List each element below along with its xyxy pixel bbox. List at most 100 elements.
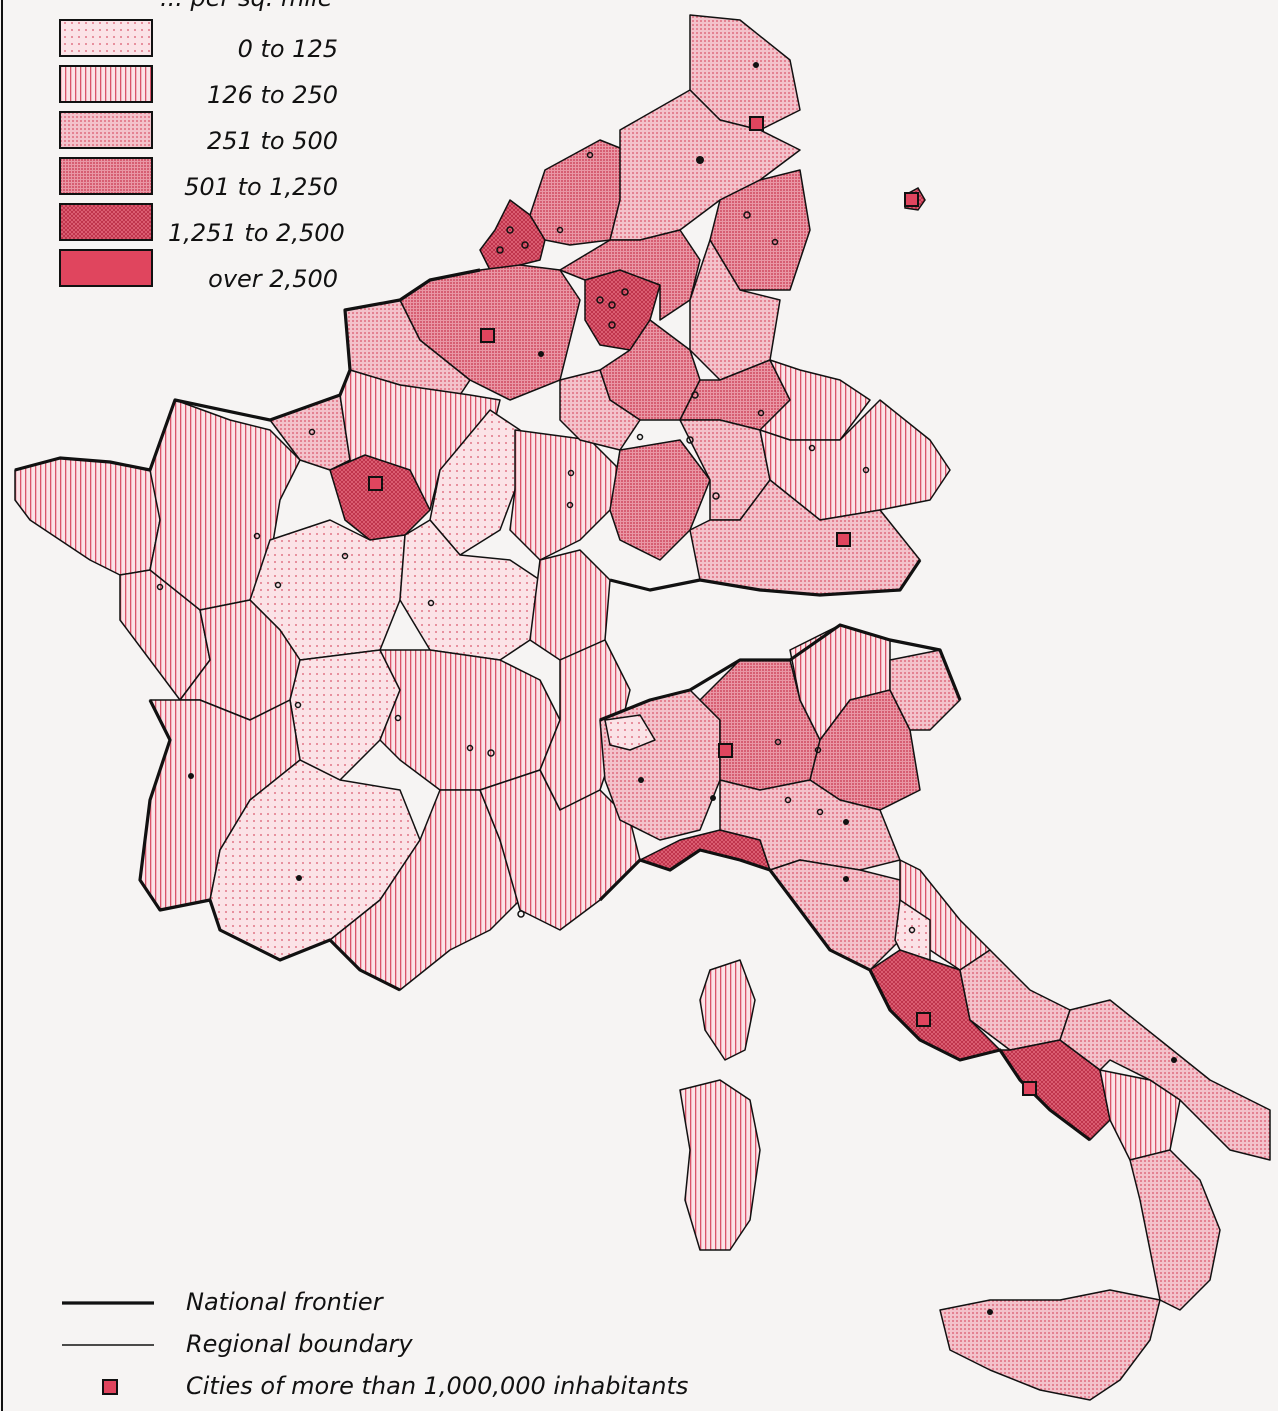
city-dot: [566, 501, 574, 509]
city-dot-filled: [696, 156, 704, 164]
city-marker-milan: [718, 743, 733, 758]
city-dot: [274, 581, 282, 589]
city-dot: [156, 583, 164, 591]
legend-swatch-0-125: [59, 19, 153, 57]
city-dot-filled: [987, 1309, 993, 1315]
city-dot: [487, 749, 495, 757]
legend-swatches: [59, 19, 153, 287]
region-calabria: [1129, 1149, 1221, 1311]
region-baden: [609, 439, 711, 561]
city-dot-filled: [710, 795, 716, 801]
major-cities: [368, 116, 1037, 1096]
legend-swatch-126-250: [59, 65, 153, 103]
city-dot: [908, 926, 916, 934]
region-rhineland: [559, 369, 641, 451]
city-dot: [757, 409, 765, 417]
city-dot: [427, 599, 435, 607]
city-dot: [521, 241, 529, 249]
region-france-limousin: [289, 649, 401, 781]
city-dot-filled: [638, 777, 644, 783]
city-dot: [862, 466, 870, 474]
city-marker-brussels: [480, 328, 495, 343]
legend-range-126-250: 126 to 250: [207, 81, 338, 109]
legend-swatch-over-2500: [59, 249, 153, 287]
city-dot: [394, 714, 402, 722]
city-dot: [814, 746, 822, 754]
city-marker-berlin: [904, 192, 919, 207]
city-dot: [816, 808, 824, 816]
legend-swatch-501-1250: [59, 157, 153, 195]
germany: [559, 14, 951, 596]
city-dot-filled: [843, 876, 849, 882]
city-dot: [712, 492, 720, 500]
city-dot: [294, 701, 302, 709]
city-dot: [466, 744, 474, 752]
legend-range-251-500: 251 to 500: [207, 127, 338, 155]
region-france-auvergne: [379, 649, 561, 791]
city-dot: [596, 296, 604, 304]
city-dot: [567, 469, 575, 477]
city-dot: [636, 433, 644, 441]
legend-city-square: [102, 1379, 118, 1395]
city-dot-filled: [538, 351, 544, 357]
city-marker-paris: [368, 476, 383, 491]
legend-line-samples: [62, 1301, 154, 1395]
city-dot: [691, 391, 699, 399]
city-dot: [608, 301, 616, 309]
legend-range-501-1250: 501 to 1,250: [184, 173, 338, 201]
city-dot: [743, 211, 751, 219]
city-dot: [586, 151, 594, 159]
city-dot-filled: [753, 62, 759, 68]
region-emilia: [719, 779, 901, 871]
city-dot: [341, 552, 349, 560]
region-corsica: [699, 959, 756, 1061]
legend-regional-boundary-label: Regional boundary: [186, 1330, 413, 1358]
city-dot: [556, 226, 564, 234]
city-dot: [608, 321, 616, 329]
city-dot: [686, 436, 694, 444]
city-dot-filled: [843, 819, 849, 825]
city-dot-filled: [1171, 1057, 1177, 1063]
city-marker-rome: [916, 1012, 931, 1027]
city-marker-naples: [1022, 1081, 1037, 1096]
legend-city-label: Cities of more than 1,000,000 inhabitant…: [186, 1372, 689, 1400]
legend-national-frontier-label: National frontier: [186, 1288, 383, 1316]
legend-range-1251-2500: 1,251 to 2,500: [168, 219, 345, 247]
national-frontiers: [14, 268, 1091, 1142]
region-france-paris: [329, 454, 431, 541]
city-dot: [253, 532, 261, 540]
city-dot: [506, 226, 514, 234]
region-france-brittany: [14, 457, 171, 576]
region-bavaria-north: [759, 399, 951, 521]
region-sicily: [939, 1289, 1161, 1401]
region-netherlands-north: [529, 139, 626, 246]
city-dot: [771, 238, 779, 246]
minor-cities-filled: [188, 62, 1177, 1315]
italy: [599, 624, 1271, 1401]
legend-title: ... per sq. mile: [160, 0, 333, 12]
city-dot: [784, 796, 792, 804]
city-marker-munich: [836, 532, 851, 547]
region-saxony-anhalt: [689, 239, 781, 381]
minor-cities: [156, 151, 916, 934]
city-dot: [496, 246, 504, 254]
region-france-alsace: [509, 429, 621, 561]
city-dot: [774, 738, 782, 746]
city-dot: [621, 288, 629, 296]
legend-swatch-251-500: [59, 111, 153, 149]
region-westphalia: [559, 229, 701, 321]
region-savoy-small: [604, 714, 656, 751]
legend-range-0-125: 0 to 125: [237, 35, 338, 63]
france: [14, 299, 641, 991]
city-dot: [308, 428, 316, 436]
region-mecklenburg: [709, 169, 811, 291]
legend-range-over-2500: over 2,500: [208, 265, 338, 293]
city-dot: [517, 910, 525, 918]
city-marker-copenhagen: [749, 116, 764, 131]
region-sardinia: [679, 1079, 761, 1251]
city-dot-filled: [296, 875, 302, 881]
city-dot-filled: [188, 773, 194, 779]
legend-swatch-1251-2500: [59, 203, 153, 241]
